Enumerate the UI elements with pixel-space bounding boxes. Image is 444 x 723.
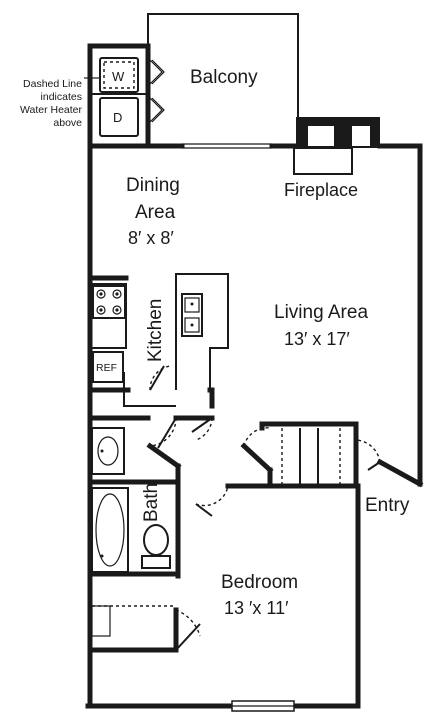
dining-label-line2: Area [135, 202, 176, 223]
washer-dryer-closet [90, 57, 165, 137]
note-line-2: indicates [41, 91, 82, 103]
refrigerator-label: REF [96, 362, 117, 374]
exterior-walls [85, 43, 424, 709]
bedroom-window [231, 700, 295, 712]
washer-label: W [112, 69, 125, 84]
fireplace-label: Fireplace [284, 180, 358, 200]
dining-label-line1: Dining [126, 175, 180, 196]
dryer-label: D [113, 110, 122, 125]
fireplace-unit [293, 117, 380, 175]
kitchen-walls [87, 273, 229, 409]
kitchen-label: Kitchen [145, 299, 166, 362]
bath-label: Bath [141, 483, 162, 522]
entry-label: Entry [365, 495, 410, 516]
note-line-4: above [53, 117, 82, 129]
living-dimensions: 13′ x 17′ [284, 329, 350, 349]
bedroom-dimensions: 13 ′x 11′ [224, 598, 289, 618]
balcony-sliding-door [182, 143, 272, 149]
note-line-1: Dashed Line [23, 78, 82, 90]
bedroom-label: Bedroom [221, 572, 298, 593]
balcony-label: Balcony [190, 67, 258, 88]
living-label: Living Area [274, 302, 368, 323]
dining-dimensions: 8′ x 8′ [128, 228, 174, 248]
interior-walls [87, 415, 381, 653]
note-line-3: Water Heater [20, 104, 83, 116]
